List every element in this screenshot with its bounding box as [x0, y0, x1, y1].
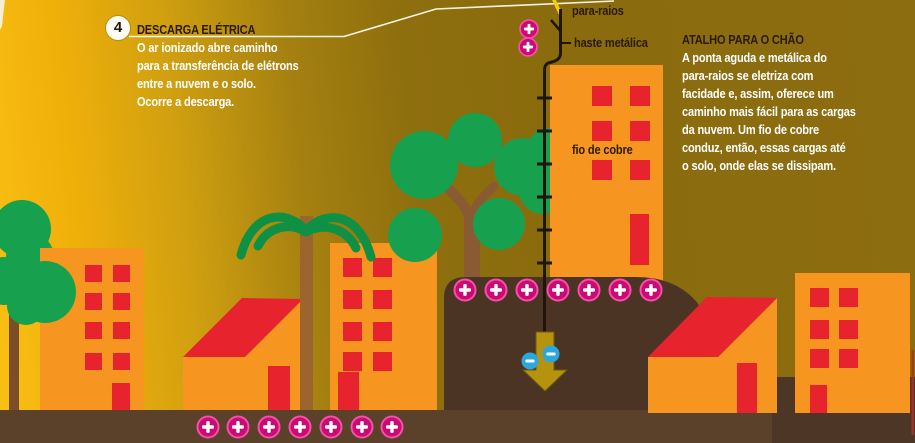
door	[737, 363, 757, 413]
callout-line: para a transferência de elétrons	[137, 58, 299, 73]
window	[113, 265, 130, 282]
window	[810, 320, 829, 339]
window	[85, 293, 102, 310]
window	[85, 265, 102, 282]
plus-charge-icon	[319, 415, 343, 439]
palm-fronds	[236, 212, 376, 262]
roof	[183, 298, 303, 357]
right-house	[648, 297, 777, 413]
plus-charge-icon	[453, 278, 477, 302]
door	[338, 372, 359, 413]
window	[85, 353, 102, 370]
copper-wire-line	[543, 9, 562, 372]
left-tree-trunk	[9, 300, 19, 413]
annotation-line: da nuvem. Um fio de cobre	[682, 122, 819, 137]
window	[343, 290, 362, 309]
ground-mound	[444, 277, 707, 412]
right-building	[795, 273, 910, 413]
annotation-line: caminho mais fácil para as cargas	[682, 104, 856, 119]
callout-line: entre a nuvem e o solo.	[137, 76, 256, 91]
window	[630, 160, 650, 180]
window	[839, 288, 858, 307]
window	[343, 352, 362, 371]
annotation-line: facidade e, assim, oferece um	[682, 86, 834, 101]
callout-line: O ar ionizado abre caminho	[137, 40, 278, 55]
window	[113, 353, 130, 370]
window	[373, 258, 392, 277]
lightning-rod-and-wire	[537, 9, 571, 372]
roof	[648, 297, 777, 357]
door	[112, 383, 130, 413]
window	[592, 86, 612, 106]
tall-window	[630, 214, 649, 265]
plus-charge-icon	[519, 19, 539, 39]
step-callout-body: O ar ionizado abre caminho para a transf…	[137, 39, 299, 111]
minus-charge-icon	[521, 352, 539, 370]
plus-charge-icon	[608, 278, 632, 302]
window	[839, 349, 858, 368]
plus-charge-icon	[484, 278, 508, 302]
label-metal-rod: haste metálica	[574, 35, 648, 50]
window	[810, 288, 829, 307]
annotation-title: ATALHO PARA O CHÃO	[682, 32, 804, 47]
step-number-badge: 4	[106, 16, 130, 40]
plus-charge-icon	[380, 415, 404, 439]
callout-line: Ocorre a descarga.	[137, 94, 235, 109]
plus-charge-icon	[350, 415, 374, 439]
big-tree-foliage	[388, 113, 568, 262]
left-building	[40, 248, 144, 413]
window	[373, 352, 392, 371]
middle-building	[330, 243, 437, 413]
window	[630, 121, 650, 141]
annotation-line: para-raios se eletriza com	[682, 68, 814, 83]
annotation-line: o solo, onde elas se dissipam.	[682, 158, 836, 173]
window	[839, 320, 858, 339]
minus-charge-icon	[542, 345, 560, 363]
page-edge-sliver	[0, 0, 5, 30]
annotation-line: A ponta aguda e metálica do	[682, 50, 827, 65]
annotation-line: conduz, então, essas cargas até	[682, 140, 846, 155]
window	[592, 160, 612, 180]
annotation-body: A ponta aguda e metálica do para-raios s…	[682, 49, 856, 175]
big-tree	[388, 113, 568, 288]
ground-strip	[0, 410, 915, 443]
left-house	[183, 298, 303, 413]
window	[810, 349, 829, 368]
window	[373, 322, 392, 341]
door	[810, 385, 827, 413]
window	[113, 293, 130, 310]
label-lightning-rod: para-raios	[572, 3, 624, 18]
plus-charge-icon	[546, 278, 570, 302]
plus-charge-icon	[196, 415, 220, 439]
plus-charge-icon	[515, 278, 539, 302]
label-copper-wire: fio de cobre	[572, 142, 633, 157]
window	[85, 322, 102, 339]
door	[268, 366, 290, 413]
window	[113, 322, 130, 339]
rod-fork	[550, 19, 562, 32]
left-tree-foliage	[7, 287, 45, 325]
palm-trunk	[300, 216, 313, 413]
palm-tree	[236, 212, 376, 413]
window	[343, 322, 362, 341]
plus-charge-icon	[288, 415, 312, 439]
ground-arrow-icon	[521, 331, 569, 392]
window	[343, 258, 362, 277]
plus-charge-icon	[639, 278, 663, 302]
wire-ticks	[537, 96, 552, 265]
plus-charge-icon	[226, 415, 250, 439]
step-callout-title: DESCARGA ELÉTRICA	[137, 22, 256, 37]
window	[592, 121, 612, 141]
left-tree	[0, 200, 54, 413]
plus-charge-icon	[257, 415, 281, 439]
callout-leader-line	[129, 0, 615, 38]
plus-charge-icon	[518, 37, 538, 57]
plus-charge-icon	[577, 278, 601, 302]
edge-credit-marks	[911, 350, 914, 435]
window	[373, 290, 392, 309]
window	[630, 86, 650, 106]
